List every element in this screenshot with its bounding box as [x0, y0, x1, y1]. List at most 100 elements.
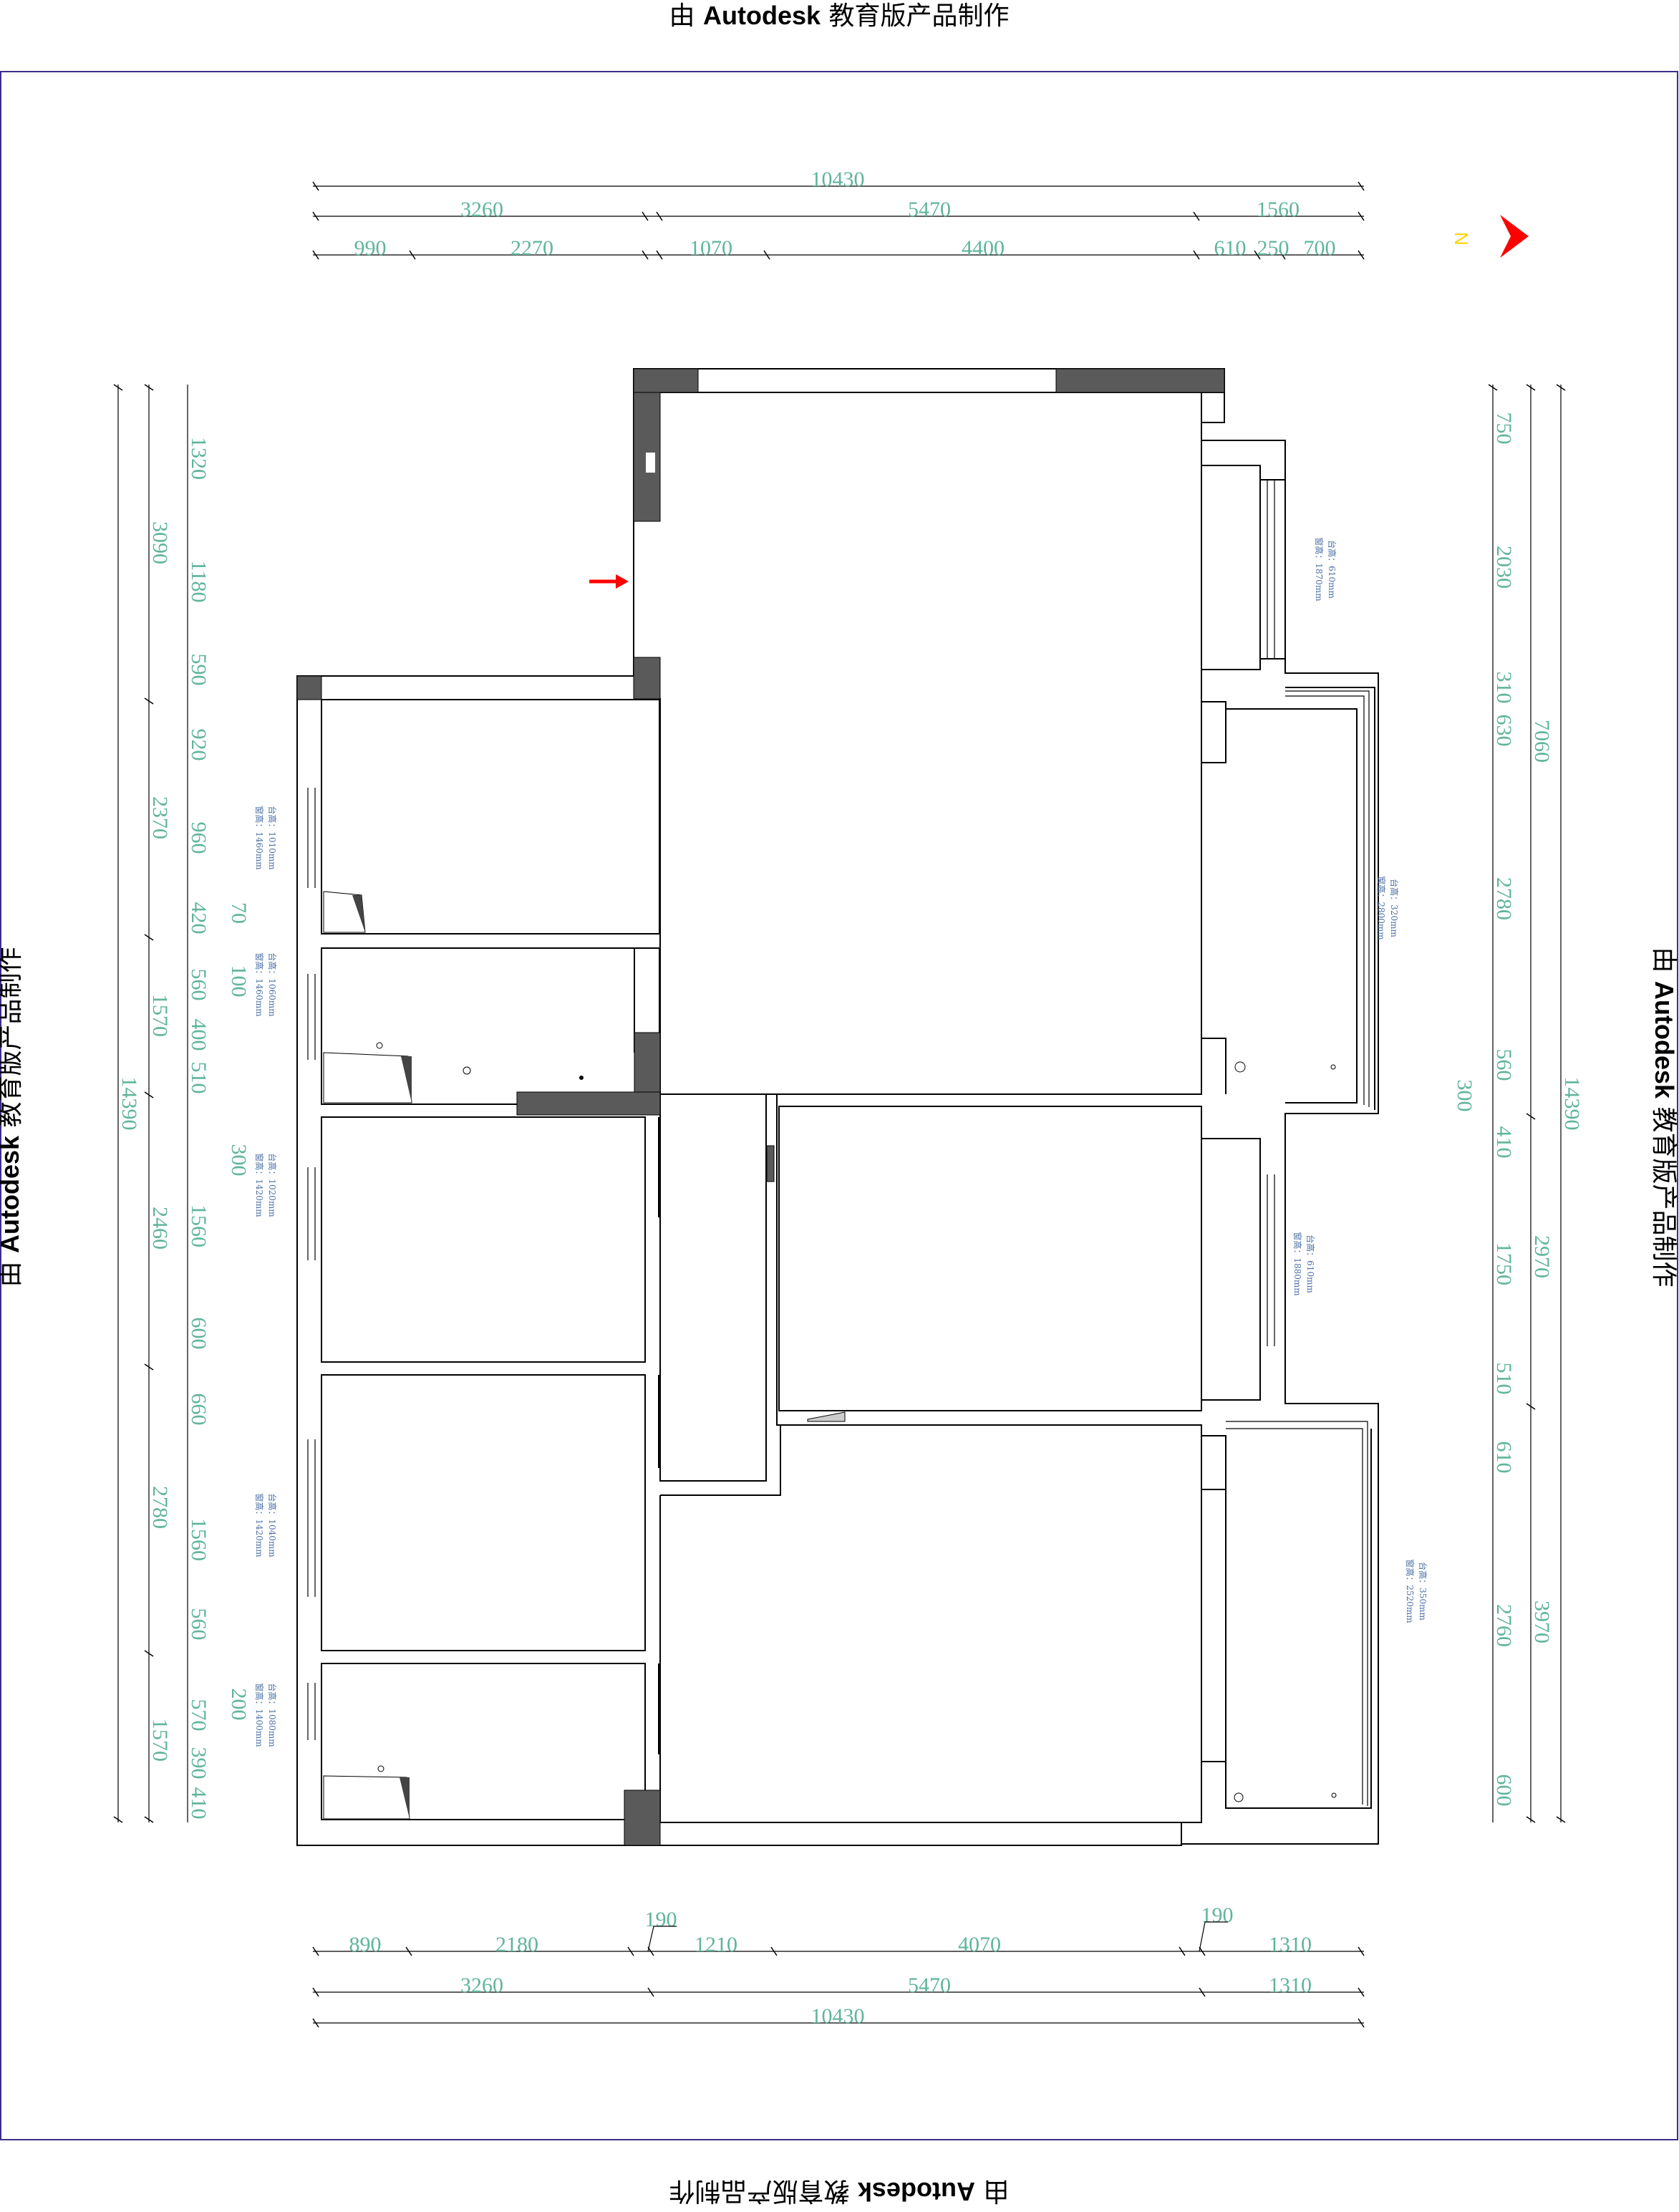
watermark-top-suffix: 教育版产品制作: [828, 1, 1009, 31]
dim-left-mid-3: 1570: [148, 994, 172, 1037]
dim-top-detail-4: 4400: [962, 236, 1005, 260]
dim-left-detail-19: 570: [187, 1699, 211, 1732]
dim-right-detail-11: 610: [1492, 1441, 1516, 1474]
dim-left-detail-9: 100: [227, 965, 251, 998]
watermark-top-prefix: 由: [669, 1, 695, 31]
window-note-line: 台高：350mm: [1418, 1562, 1428, 1621]
window-note-line: 台高：1080mm: [267, 1683, 278, 1747]
dim-left-detail-15: 660: [187, 1394, 211, 1426]
watermark-top-brand: Autodesk: [703, 1, 821, 30]
dim-top-detail-6: 250: [1257, 236, 1290, 260]
dim-bottom-detail-2: 2180: [495, 1933, 538, 1956]
watermark-top: 由 Autodesk 教育版产品制作: [669, 1, 1010, 31]
dim-right-detail-7: 300: [1453, 1080, 1476, 1112]
window-note-line: 台高：1060mm: [267, 952, 278, 1017]
dim-left-detail-11: 510: [187, 1062, 211, 1094]
dim-left-mid-6: 1570: [148, 1719, 172, 1762]
dim-right-detail-4: 630: [1492, 715, 1516, 747]
dim-top-total: 10430: [811, 168, 865, 191]
dim-right-detail-5: 2780: [1492, 877, 1516, 920]
dim-left-detail-6: 420: [187, 902, 211, 934]
dim-right-mid-1: 7060: [1530, 720, 1554, 763]
dim-bottom-detail-1: 890: [349, 1933, 382, 1956]
dim-bottom-detail-4: 1210: [695, 1933, 737, 1956]
window-note-line: 窗高：2520mm: [1405, 1559, 1416, 1623]
watermark-left: 由 Autodesk 教育版产品制作: [0, 947, 25, 1288]
dim-right-detail-9: 1750: [1492, 1242, 1516, 1285]
dim-right-mid-3: 3970: [1530, 1600, 1554, 1643]
dim-top-detail-2: 2270: [511, 236, 553, 260]
dim-right-detail-3: 310: [1492, 672, 1516, 704]
dim-left-detail-18: 200: [227, 1689, 251, 1721]
north-label: N: [1451, 232, 1472, 246]
arrow-right-icon: [589, 574, 629, 589]
window-note-line: 窗高：1420mm: [254, 1153, 265, 1217]
dim-left-mid-5: 2780: [148, 1486, 172, 1529]
dim-bottom-mid-1: 3260: [460, 1974, 503, 1997]
dim-left-mid-1: 3090: [148, 521, 172, 564]
dim-right-mid-2: 2970: [1530, 1235, 1554, 1278]
watermark-left-prefix: 由: [0, 1261, 25, 1287]
dim-top-mid-3: 1560: [1257, 198, 1300, 221]
window-note-line: 台高：610mm: [1305, 1235, 1316, 1293]
watermark-left-brand: Autodesk: [0, 1135, 24, 1253]
dim-bottom-mid-2: 5470: [908, 1974, 951, 1997]
dim-bottom-detail-5: 4070: [958, 1933, 1001, 1956]
dim-left-detail-16: 1560: [187, 1518, 211, 1561]
sheet-border: [0, 71, 1678, 2140]
dim-right-detail-13: 600: [1492, 1774, 1516, 1807]
window-note-line: 窗高：1870mm: [1314, 537, 1325, 602]
window-note-line: 窗高：1400mm: [254, 1683, 265, 1747]
dim-top-detail-1: 990: [354, 236, 387, 260]
window-note-line: 台高：1020mm: [267, 1153, 278, 1217]
dim-bottom-detail-3: 190: [645, 1908, 677, 1931]
watermark-right-brand: Autodesk: [1650, 981, 1679, 1099]
dim-left-detail-2: 1180: [187, 561, 211, 603]
dim-left-detail-3: 590: [187, 654, 211, 686]
window-note-line: 台高：320mm: [1389, 879, 1400, 937]
watermark-right-prefix: 由: [1649, 947, 1678, 973]
dim-top-mid-1: 3260: [460, 198, 503, 221]
dim-top-detail-3: 1070: [689, 236, 732, 260]
watermark-right: 由 Autodesk 教育版产品制作: [1649, 947, 1679, 1288]
dim-right-total: 14390: [1560, 1077, 1584, 1131]
dim-left-detail-13: 1560: [187, 1204, 211, 1247]
dim-left-detail-20: 390: [187, 1747, 211, 1779]
window-note-line: 台高：610mm: [1327, 540, 1337, 599]
dim-left-detail-8: 560: [187, 969, 211, 1001]
watermark-bottom-suffix: 教育版产品制作: [669, 2176, 850, 2206]
dim-bottom-total: 10430: [811, 2004, 865, 2028]
watermark-left-suffix: 教育版产品制作: [0, 947, 25, 1128]
dim-bottom-detail-7: 1310: [1269, 1933, 1312, 1956]
plan-walls: [296, 368, 1379, 1846]
window-note-line: 台高：1040mm: [267, 1493, 278, 1557]
dim-left-detail-21: 410: [187, 1787, 211, 1820]
dim-left-detail-12: 300: [227, 1144, 251, 1177]
dim-left-detail-14: 600: [187, 1318, 211, 1350]
dim-left-total: 14390: [117, 1077, 141, 1131]
watermark-bottom: 由 Autodesk 教育版产品制作: [669, 2176, 1010, 2206]
dim-left-detail-7: 70: [227, 902, 251, 924]
window-note-line: 窗高：2800mm: [1376, 876, 1387, 940]
dim-right-detail-6: 560: [1492, 1049, 1516, 1081]
dim-left-detail-5: 960: [187, 822, 211, 854]
watermark-bottom-brand: Autodesk: [857, 2177, 975, 2206]
window-note-line: 窗高：1460mm: [254, 952, 265, 1017]
dim-right-detail-1: 750: [1492, 412, 1516, 445]
dim-top-mid-2: 5470: [908, 198, 951, 221]
dim-right-detail-10: 510: [1492, 1363, 1516, 1395]
window-note-line: 台高：1010mm: [267, 806, 278, 870]
dim-top-detail-5: 610: [1214, 236, 1247, 260]
